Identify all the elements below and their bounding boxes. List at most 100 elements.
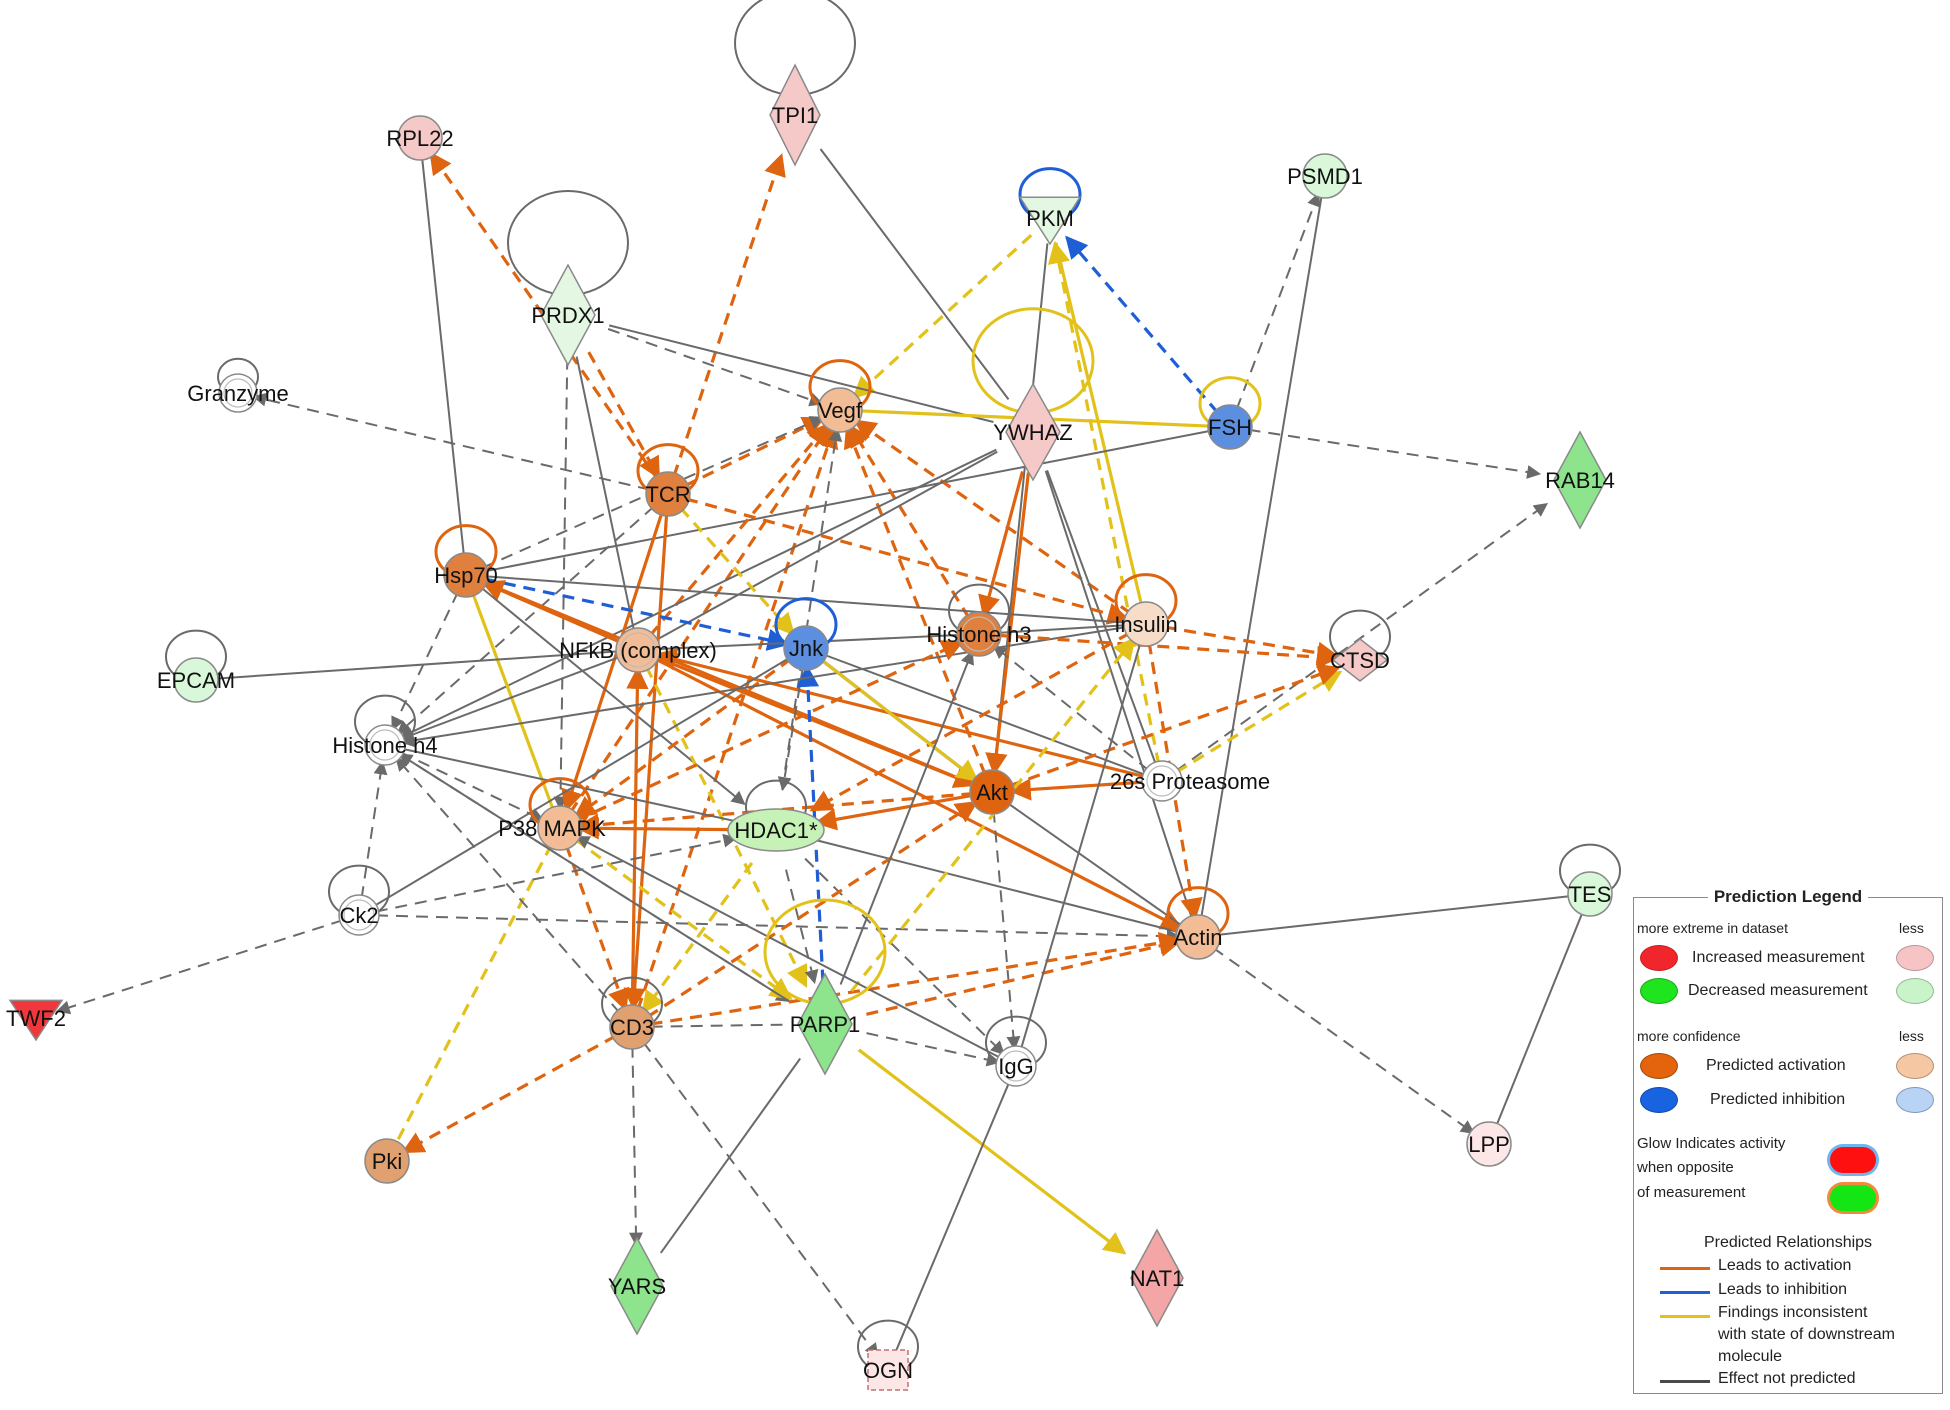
node-label-ck2: Ck2 bbox=[339, 903, 378, 928]
node-label-ywhaz: YWHAZ bbox=[993, 420, 1072, 445]
edge-cd3-parp1 bbox=[650, 1023, 783, 1028]
node-ogn[interactable]: OGN bbox=[863, 1349, 913, 1391]
node-label-jnk: Jnk bbox=[789, 636, 824, 661]
edge-vegf-pkm bbox=[852, 234, 1033, 399]
activation-line-sample bbox=[1660, 1267, 1710, 1270]
node-label-hsp70: Hsp70 bbox=[434, 563, 498, 588]
edge-tcr-rpl22 bbox=[429, 151, 659, 480]
node-shape-ogn bbox=[867, 1349, 909, 1391]
node-ywhaz[interactable]: YWHAZ bbox=[993, 382, 1073, 482]
edge-cd3-yars bbox=[628, 1045, 643, 1247]
node-jnk[interactable]: Jnk bbox=[783, 625, 829, 671]
node-tcr[interactable]: TCR bbox=[645, 471, 691, 517]
node-p38mapk[interactable]: P38 MAPK bbox=[498, 805, 606, 851]
edge-parp1-yars bbox=[659, 1057, 802, 1254]
edge-jnk-hdac1 bbox=[777, 666, 804, 792]
node-shape-ck2 bbox=[338, 894, 380, 936]
node-twf2[interactable]: TWF2 bbox=[6, 999, 66, 1042]
node-label-tes: TES bbox=[1569, 882, 1612, 907]
node-tes[interactable]: TES bbox=[1567, 871, 1613, 917]
edge-ck2-histoneh4 bbox=[360, 760, 388, 899]
node-shape-insulin bbox=[1123, 601, 1169, 647]
node-akt[interactable]: Akt bbox=[969, 769, 1015, 815]
node-yars[interactable]: YARS bbox=[608, 1236, 666, 1336]
node-vegf[interactable]: Vegf bbox=[817, 387, 863, 433]
node-ck2[interactable]: Ck2 bbox=[338, 894, 380, 936]
node-label-histoneh3: Histone h3 bbox=[926, 622, 1031, 647]
node-shape-hdac1 bbox=[727, 808, 825, 852]
edge-cd3-actin bbox=[650, 932, 1182, 1026]
node-shape-nfkb bbox=[615, 627, 661, 673]
node-lpp[interactable]: LPP bbox=[1466, 1121, 1512, 1167]
node-shape-tcr bbox=[645, 471, 691, 517]
edge-akt-ctsd bbox=[1009, 663, 1341, 788]
node-tpi1[interactable]: TPI1 bbox=[769, 63, 821, 167]
node-inner-ring bbox=[369, 729, 401, 761]
node-shape-twf2 bbox=[8, 999, 64, 1042]
edge-proteasome-ctsd bbox=[1175, 670, 1343, 774]
node-label-parp1: PARP1 bbox=[790, 1012, 861, 1037]
node-proteasome[interactable]: 26s Proteasome bbox=[1110, 760, 1270, 802]
node-shape-jnk bbox=[783, 625, 829, 671]
node-epcam[interactable]: EPCAM bbox=[157, 657, 235, 703]
edge-tcr-p38mapk bbox=[561, 511, 664, 813]
edge-p38mapk-hdac1 bbox=[576, 817, 736, 840]
node-pkm[interactable]: PKM bbox=[1018, 196, 1082, 246]
legend-glow-line3: of measurement bbox=[1637, 1184, 1746, 1201]
node-actin[interactable]: Actin bbox=[1174, 914, 1223, 960]
node-hsp70[interactable]: Hsp70 bbox=[434, 552, 498, 598]
node-histoneh3[interactable]: Histone h3 bbox=[926, 611, 1032, 657]
edge-p38mapk-histoneh3 bbox=[576, 640, 965, 822]
edge-akt-jnk bbox=[819, 658, 979, 782]
edge-tpi1-ywhaz bbox=[819, 148, 1010, 401]
edge-ck2-twf2 bbox=[55, 919, 344, 1015]
node-label-igg: IgG bbox=[998, 1054, 1033, 1079]
node-granzyme[interactable]: Granzyme bbox=[187, 373, 289, 413]
legend-activation-label: Predicted activation bbox=[1706, 1057, 1846, 1074]
edge-histoneh3-ctsd bbox=[997, 633, 1340, 669]
edge-akt-hdac1 bbox=[813, 793, 974, 831]
node-nfkb[interactable]: NFkB (complex) bbox=[559, 627, 717, 673]
node-shape-pkm bbox=[1018, 196, 1082, 246]
node-histoneh4[interactable]: Histone h4 bbox=[332, 724, 438, 766]
node-inner-ring bbox=[223, 378, 253, 408]
node-label-p38mapk: P38 MAPK bbox=[498, 816, 606, 841]
edge-parp1-igg bbox=[866, 1032, 1001, 1067]
edge-tes-lpp bbox=[1495, 910, 1584, 1128]
node-hdac1[interactable]: HDAC1* bbox=[727, 808, 825, 852]
node-igg[interactable]: IgG bbox=[995, 1045, 1037, 1087]
node-pki[interactable]: Pki bbox=[364, 1138, 410, 1184]
node-prdx1[interactable]: PRDX1 bbox=[531, 263, 605, 367]
node-shape-p38mapk bbox=[537, 805, 583, 851]
edge-igg-ogn bbox=[893, 1081, 1011, 1355]
node-nat1[interactable]: NAT1 bbox=[1130, 1228, 1185, 1328]
node-label-nfkb: NFkB (complex) bbox=[559, 638, 717, 663]
inconsistent-line-sample bbox=[1660, 1315, 1710, 1318]
edge-cd3-vegf bbox=[636, 425, 839, 1010]
node-rab14[interactable]: RAB14 bbox=[1545, 430, 1615, 530]
node-label-rpl22: RPL22 bbox=[386, 126, 453, 151]
edge-tcr-jnk bbox=[679, 506, 795, 636]
increased-strong-swatch bbox=[1640, 945, 1678, 971]
edge-hsp70-p38mapk bbox=[471, 591, 555, 812]
legend-row-decreased: Decreased measurement bbox=[1634, 978, 1942, 1006]
edge-histoneh3-insulin bbox=[997, 624, 1128, 634]
edge-psmd1-actin bbox=[1200, 194, 1323, 919]
node-fsh[interactable]: FSH bbox=[1207, 404, 1253, 450]
node-ctsd[interactable]: CTSD bbox=[1330, 638, 1390, 682]
node-psmd1[interactable]: PSMD1 bbox=[1287, 153, 1363, 199]
node-insulin[interactable]: Insulin bbox=[1114, 601, 1178, 647]
edge-hdac1-actin bbox=[815, 839, 1181, 934]
node-shape-nat1 bbox=[1130, 1228, 1184, 1328]
activation-weak-swatch bbox=[1896, 1053, 1934, 1079]
node-cd3[interactable]: CD3 bbox=[609, 1004, 655, 1050]
inhibition-line-sample bbox=[1660, 1291, 1710, 1294]
legend-inhibition-label: Predicted inhibition bbox=[1710, 1091, 1846, 1108]
node-inner-ring bbox=[620, 632, 656, 668]
edge-tcr-granzyme bbox=[252, 392, 651, 491]
node-label-nat1: NAT1 bbox=[1130, 1266, 1185, 1291]
edge-parp1-jnk bbox=[796, 664, 825, 982]
node-parp1[interactable]: PARP1 bbox=[790, 972, 861, 1076]
node-rpl22[interactable]: RPL22 bbox=[386, 115, 454, 161]
